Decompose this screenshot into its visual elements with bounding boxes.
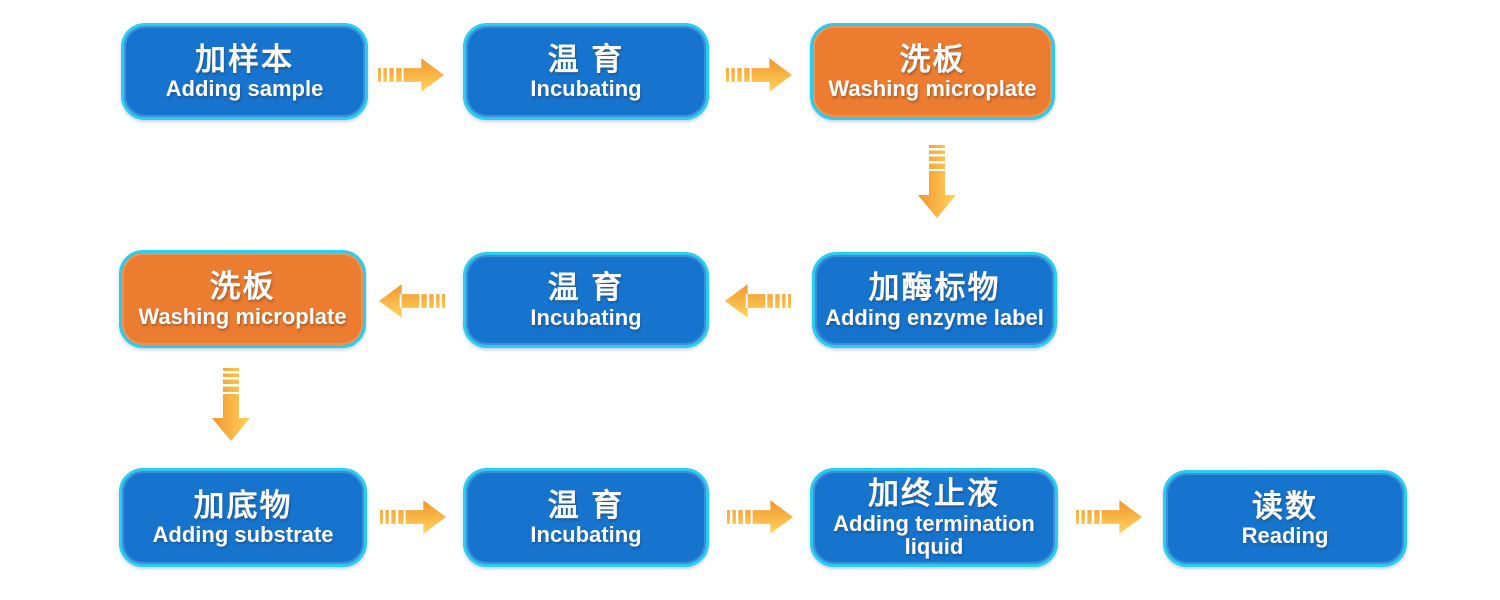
node-adding-enzyme-label-zh: 加酶标物 xyxy=(868,270,1001,306)
node-washing-microplate-1: 洗板 Washing microplate xyxy=(810,23,1055,120)
node-adding-substrate-label-zh: 加底物 xyxy=(193,487,293,523)
flow-arrow-left-1 xyxy=(724,284,791,318)
node-washing-microplate-2: 洗板 Washing microplate xyxy=(119,250,366,348)
flow-arrow-right-4 xyxy=(727,500,794,534)
node-adding-substrate-label-en: Adding substrate xyxy=(152,522,334,548)
node-adding-sample-label-zh: 加样本 xyxy=(195,41,294,77)
node-incubating-2-label-en: Incubating xyxy=(530,304,642,330)
flow-arrow-left-2 xyxy=(378,284,445,318)
flow-arrow-down-2 xyxy=(212,368,250,441)
node-reading-label-en: Reading xyxy=(1241,523,1329,549)
flow-arrow-right-1 xyxy=(378,58,445,92)
node-incubating-1: 温 育 Incubating xyxy=(463,23,709,120)
node-adding-enzyme-label: 加酶标物 Adding enzyme label xyxy=(812,252,1057,348)
flow-arrow-right-5 xyxy=(1076,500,1143,534)
node-washing-microplate-2-label-en: Washing microplate xyxy=(138,303,347,329)
flow-arrow-down-1 xyxy=(918,145,956,218)
flow-arrow-right-2 xyxy=(726,58,793,92)
node-incubating-1-label-en: Incubating xyxy=(530,76,642,102)
node-adding-termination-liquid-label-en: Adding termination liquid xyxy=(833,510,1035,560)
node-incubating-3-label-zh: 温 育 xyxy=(547,487,625,523)
node-adding-sample: 加样本 Adding sample xyxy=(121,23,368,120)
node-reading: 读数 Reading xyxy=(1163,470,1407,567)
node-washing-microplate-1-label-zh: 洗板 xyxy=(899,41,966,77)
flow-arrow-right-3 xyxy=(380,500,447,534)
node-incubating-2: 温 育 Incubating xyxy=(463,252,709,348)
node-incubating-1-label-zh: 温 育 xyxy=(547,41,625,77)
node-incubating-3-label-en: Incubating xyxy=(530,522,642,548)
node-adding-termination-liquid: 加终止液 Adding termination liquid xyxy=(810,468,1058,567)
node-adding-enzyme-label-en: Adding enzyme label xyxy=(825,304,1044,330)
node-adding-substrate: 加底物 Adding substrate xyxy=(119,468,367,567)
node-washing-microplate-1-label-en: Washing microplate xyxy=(828,76,1037,102)
node-reading-label-zh: 读数 xyxy=(1252,488,1318,524)
node-incubating-2-label-zh: 温 育 xyxy=(547,270,625,306)
node-adding-sample-label-en: Adding sample xyxy=(165,76,324,102)
node-incubating-3: 温 育 Incubating xyxy=(463,468,709,567)
node-washing-microplate-2-label-zh: 洗板 xyxy=(209,269,276,305)
node-adding-termination-liquid-label-zh: 加终止液 xyxy=(868,475,1000,511)
